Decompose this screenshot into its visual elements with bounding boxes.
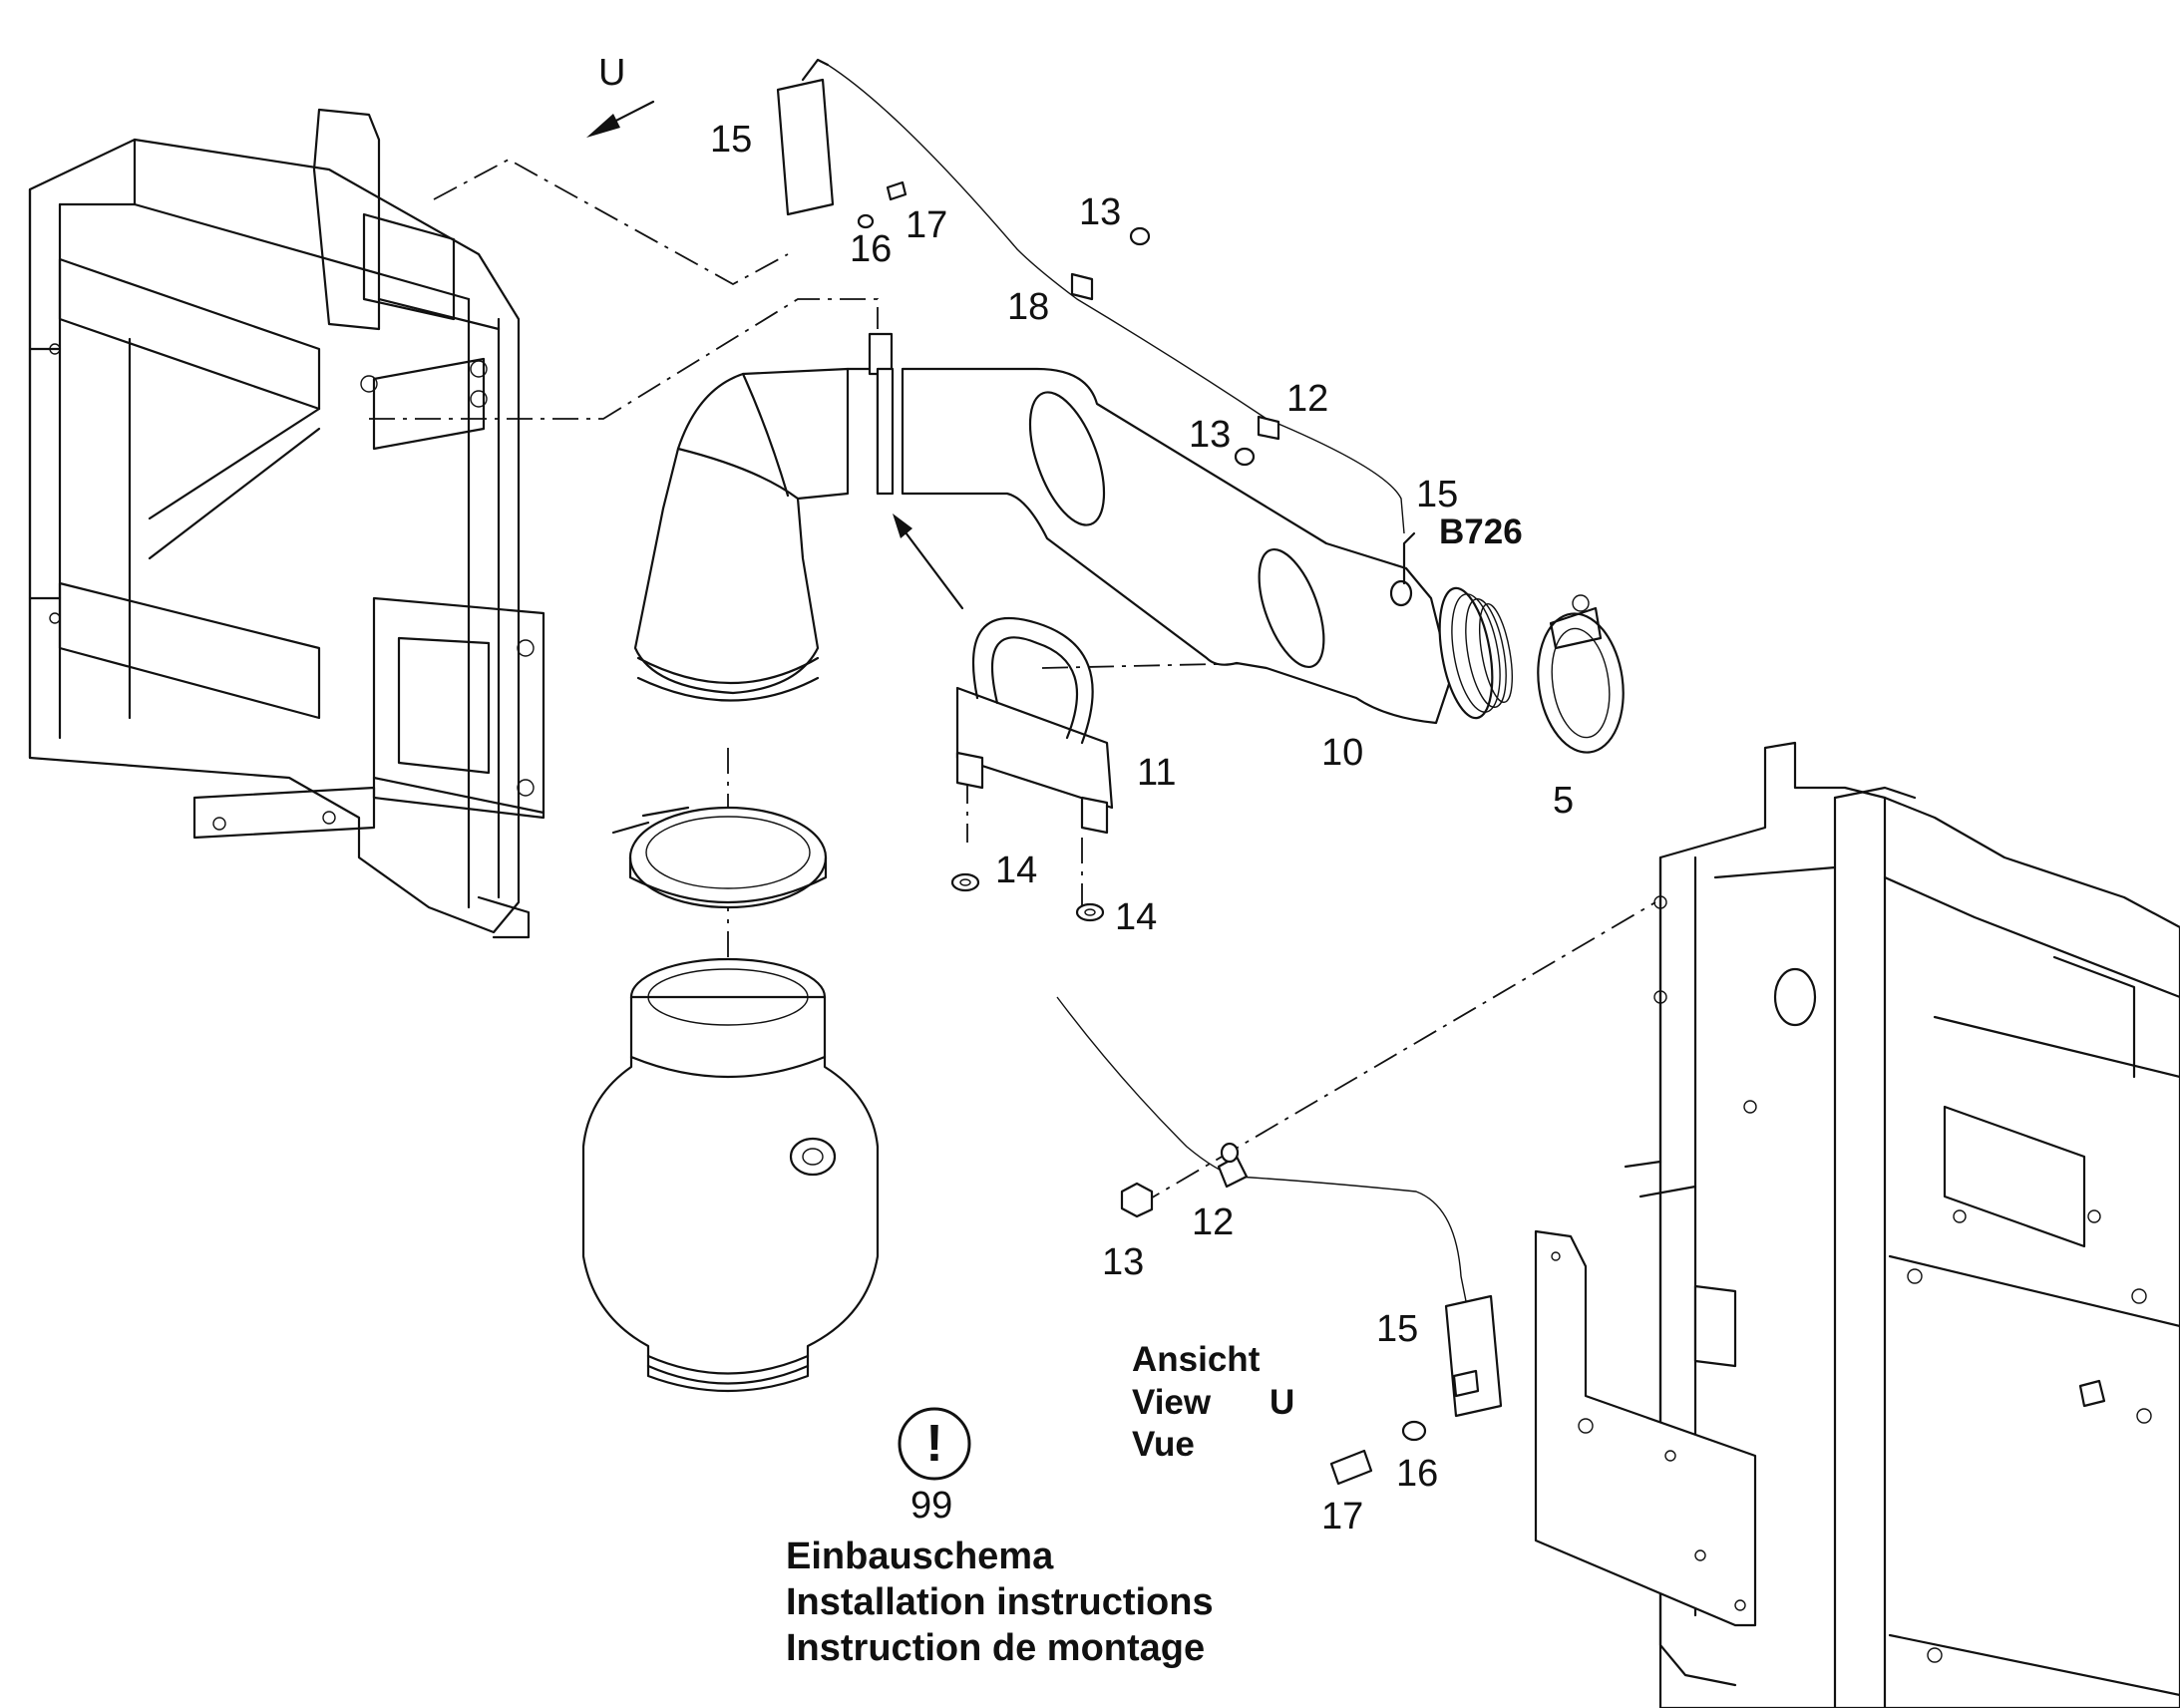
- caption-de: Einbauschema: [786, 1536, 1054, 1577]
- label-low-clip-12: 12: [1192, 1201, 1234, 1243]
- label-pipe-10: 10: [1321, 732, 1363, 774]
- band-clamp-5: [1537, 594, 1625, 754]
- label-mid-clip-12: 12: [1286, 378, 1328, 420]
- label-top-sensor-15: 15: [710, 119, 752, 161]
- view-caption-letter: U: [1270, 1383, 1294, 1422]
- label-mid-nut-13: 13: [1189, 414, 1231, 456]
- svg-text:U: U: [598, 52, 625, 94]
- view-caption-line1: Ansicht: [1132, 1340, 1261, 1379]
- label-note-99: 99: [910, 1485, 952, 1527]
- label-low-washer-16: 16: [1396, 1453, 1438, 1495]
- label-clamp-5: 5: [1553, 780, 1574, 822]
- label-mid-sensor-15: 15: [1416, 474, 1458, 515]
- label-sensor-code: B726: [1439, 512, 1523, 551]
- top-sensor-assembly: [776, 58, 1405, 534]
- label-clip-18: 18: [1007, 286, 1049, 328]
- exhaust-pipe-10: [901, 367, 1513, 725]
- caption-fr: Instruction de montage: [786, 1627, 1205, 1669]
- note-exclamation-icon: !: [925, 1415, 942, 1473]
- label-low-nut-13: 13: [1102, 1241, 1144, 1283]
- catalytic-converter: [581, 957, 880, 1393]
- part-labels: 15 16 17 13 18 13 12 15 B726 10 5 11 14 …: [710, 119, 1574, 1537]
- label-low-bolt-17: 17: [1321, 1496, 1363, 1537]
- view-caption-line3: Vue: [1132, 1425, 1195, 1464]
- catalyst-band-clamp: [611, 806, 828, 909]
- label-washer-14b: 14: [1115, 896, 1157, 938]
- view-caption-line2: View: [1132, 1383, 1212, 1422]
- lower-sensor-assembly: [1056, 996, 1503, 1486]
- label-low-sensor-15: 15: [1376, 1308, 1418, 1350]
- label-top-bolt-17: 17: [906, 204, 947, 246]
- label-washer-14a: 14: [995, 850, 1037, 891]
- label-u-bolt-11: 11: [1137, 752, 1176, 794]
- direction-arrow: [893, 513, 964, 610]
- pipe-joint-clamp: [868, 332, 895, 496]
- note-symbol: ! 99: [898, 1407, 971, 1527]
- label-top-washer-16: 16: [850, 228, 892, 270]
- label-top-nut-13: 13: [1079, 191, 1121, 233]
- view-arrow-u: U: [586, 52, 655, 138]
- left-frame-assembly: [28, 108, 545, 939]
- u-bolt-11: [950, 617, 1114, 922]
- exhaust-elbow: [633, 367, 880, 702]
- right-frame-assembly: [1534, 741, 2180, 1708]
- caption-en: Installation instructions: [786, 1581, 1214, 1623]
- view-caption: Ansicht View U Vue: [1132, 1340, 1294, 1464]
- installation-caption: Einbauschema Installation instructions I…: [786, 1536, 1214, 1669]
